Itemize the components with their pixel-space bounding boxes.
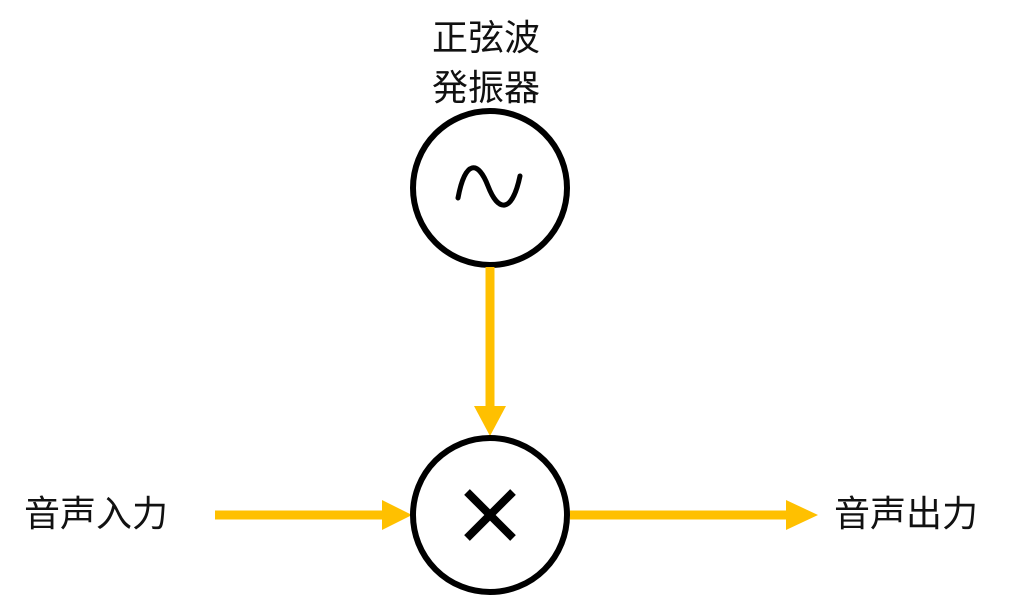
oscillator-label-line2: 発振器 [432,68,541,109]
input-label: 音声入力 [24,494,169,535]
multiplier-node [410,435,570,595]
arrow-input [215,500,412,530]
multiply-icon [464,489,516,541]
oscillator-node [410,108,570,268]
oscillator-label-line1: 正弦波 [432,18,541,59]
sine-wave-icon [455,165,523,208]
output-label: 音声出力 [834,494,979,535]
arrow-oscillator-to-multiplier [474,267,506,436]
arrow-output [570,500,818,530]
